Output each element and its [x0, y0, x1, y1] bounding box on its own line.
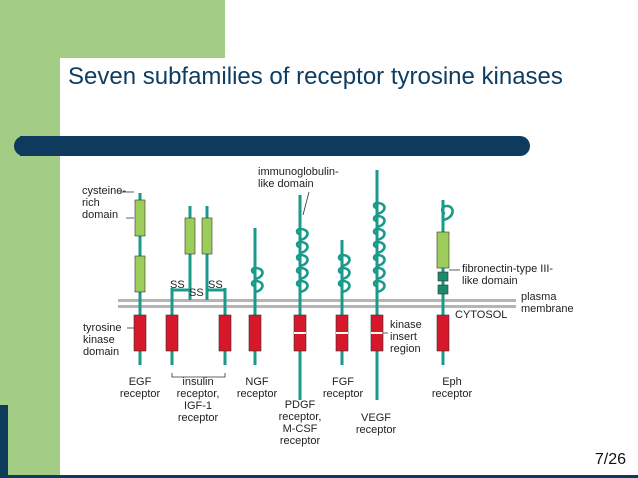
cytosol-label: CYTOSOL [455, 309, 507, 321]
receptor-name-line: FGF [332, 376, 354, 388]
tyrosine-kinase-label-line: kinase [83, 334, 115, 346]
ig-loop [250, 266, 264, 294]
cysteine-rich-domain [134, 199, 146, 237]
fibronectin-label: fibronectin-type III-like domain [462, 263, 553, 287]
receptor-name-line: IGF-1 [184, 400, 212, 412]
receptor-name-line: receptor [237, 388, 278, 400]
cysteine-rich-domain [134, 255, 146, 293]
left-dark-accent [0, 405, 8, 478]
bottom-border [0, 475, 638, 478]
insulin-bracket [171, 373, 226, 378]
receptor-name-line: VEGF [361, 412, 391, 424]
disulfide-label: SS [208, 279, 223, 291]
receptor-name-line: insulin [182, 376, 213, 388]
tyrosine-kinase-domain [133, 314, 147, 352]
plasma-membrane-label-line: plasma [521, 291, 557, 303]
fibronectin-domain [437, 284, 449, 295]
receptor-name-line: PDGF [285, 399, 316, 411]
tyrosine-kinase-domain [436, 314, 450, 352]
tyrosine-kinase-domain [218, 314, 232, 352]
receptor-name-line: EGF [129, 376, 152, 388]
plasma-membrane-outer [118, 299, 516, 302]
plasma-membrane-label-line: membrane [521, 303, 574, 315]
immunoglobulin-label: immunoglobulin-like domain [258, 166, 339, 190]
immunoglobulin-label-line: immunoglobulin- [258, 166, 339, 178]
cysteine-rich-domain [436, 231, 450, 269]
plasma-membrane-inner [118, 305, 516, 308]
disulfide-label: SS [170, 279, 185, 291]
cysteine-rich-label-line: domain [82, 209, 118, 221]
kinase-insert-label-line: insert [390, 331, 417, 343]
cysteine-rich-domain [184, 217, 196, 255]
disulfide-label-line: SS [208, 279, 223, 291]
receptor-name-line: receptor [178, 412, 219, 424]
ig-loop [372, 201, 386, 294]
cysteine-rich-domain [201, 217, 213, 255]
receptor-name-line: Eph [442, 376, 462, 388]
tyrosine-kinase-label-line: tyrosine [83, 322, 122, 334]
receptor-name-line: M-CSF [283, 423, 318, 435]
receptor-name-line: receptor [432, 388, 473, 400]
kinase-insert-label-line: kinase [390, 319, 422, 331]
receptor-name-line: receptor [120, 388, 161, 400]
top-decor-band [0, 0, 225, 58]
tyrosine-kinase-label-line: domain [83, 346, 119, 358]
disulfide-label-line: SS [170, 279, 185, 291]
tyrosine-kinase-domain [248, 314, 262, 352]
disulfide-label-line: SS [189, 287, 204, 299]
tyrosine-kinase-domain [165, 314, 179, 352]
cysteine-rich-label-line: cysteine- [82, 185, 126, 197]
cysteine-rich-label-line: rich [82, 197, 100, 209]
eph-ligand-loop [440, 204, 454, 222]
fibronectin-label-line: like domain [462, 275, 518, 287]
page-number: 7/26 [594, 451, 626, 468]
receptor-name-line: receptor [280, 435, 321, 447]
slide [60, 0, 638, 478]
receptor-name-line: receptor, [177, 388, 220, 400]
receptors-layer [133, 170, 454, 400]
receptor-name-line: NGF [245, 376, 269, 388]
receptor-name-line: receptor [323, 388, 364, 400]
left-decor-band [0, 0, 60, 478]
receptor-name-line: receptor, [279, 411, 322, 423]
leader-line [302, 191, 310, 216]
fibronectin-domain [437, 271, 449, 282]
kinase-insert-label-line: region [390, 343, 421, 355]
ig-loop [295, 227, 309, 294]
fibronectin-label-line: fibronectin-type III- [462, 263, 553, 275]
slide-title: Seven subfamilies of receptor tyrosine k… [68, 63, 563, 90]
disulfide-label: SS [189, 287, 204, 299]
immunoglobulin-label-line: like domain [258, 178, 314, 190]
title-underline-bar [14, 136, 530, 156]
ig-loop [337, 253, 351, 294]
receptor-name-line: receptor [356, 424, 397, 436]
cytosol-label-line: CYTOSOL [455, 309, 507, 321]
